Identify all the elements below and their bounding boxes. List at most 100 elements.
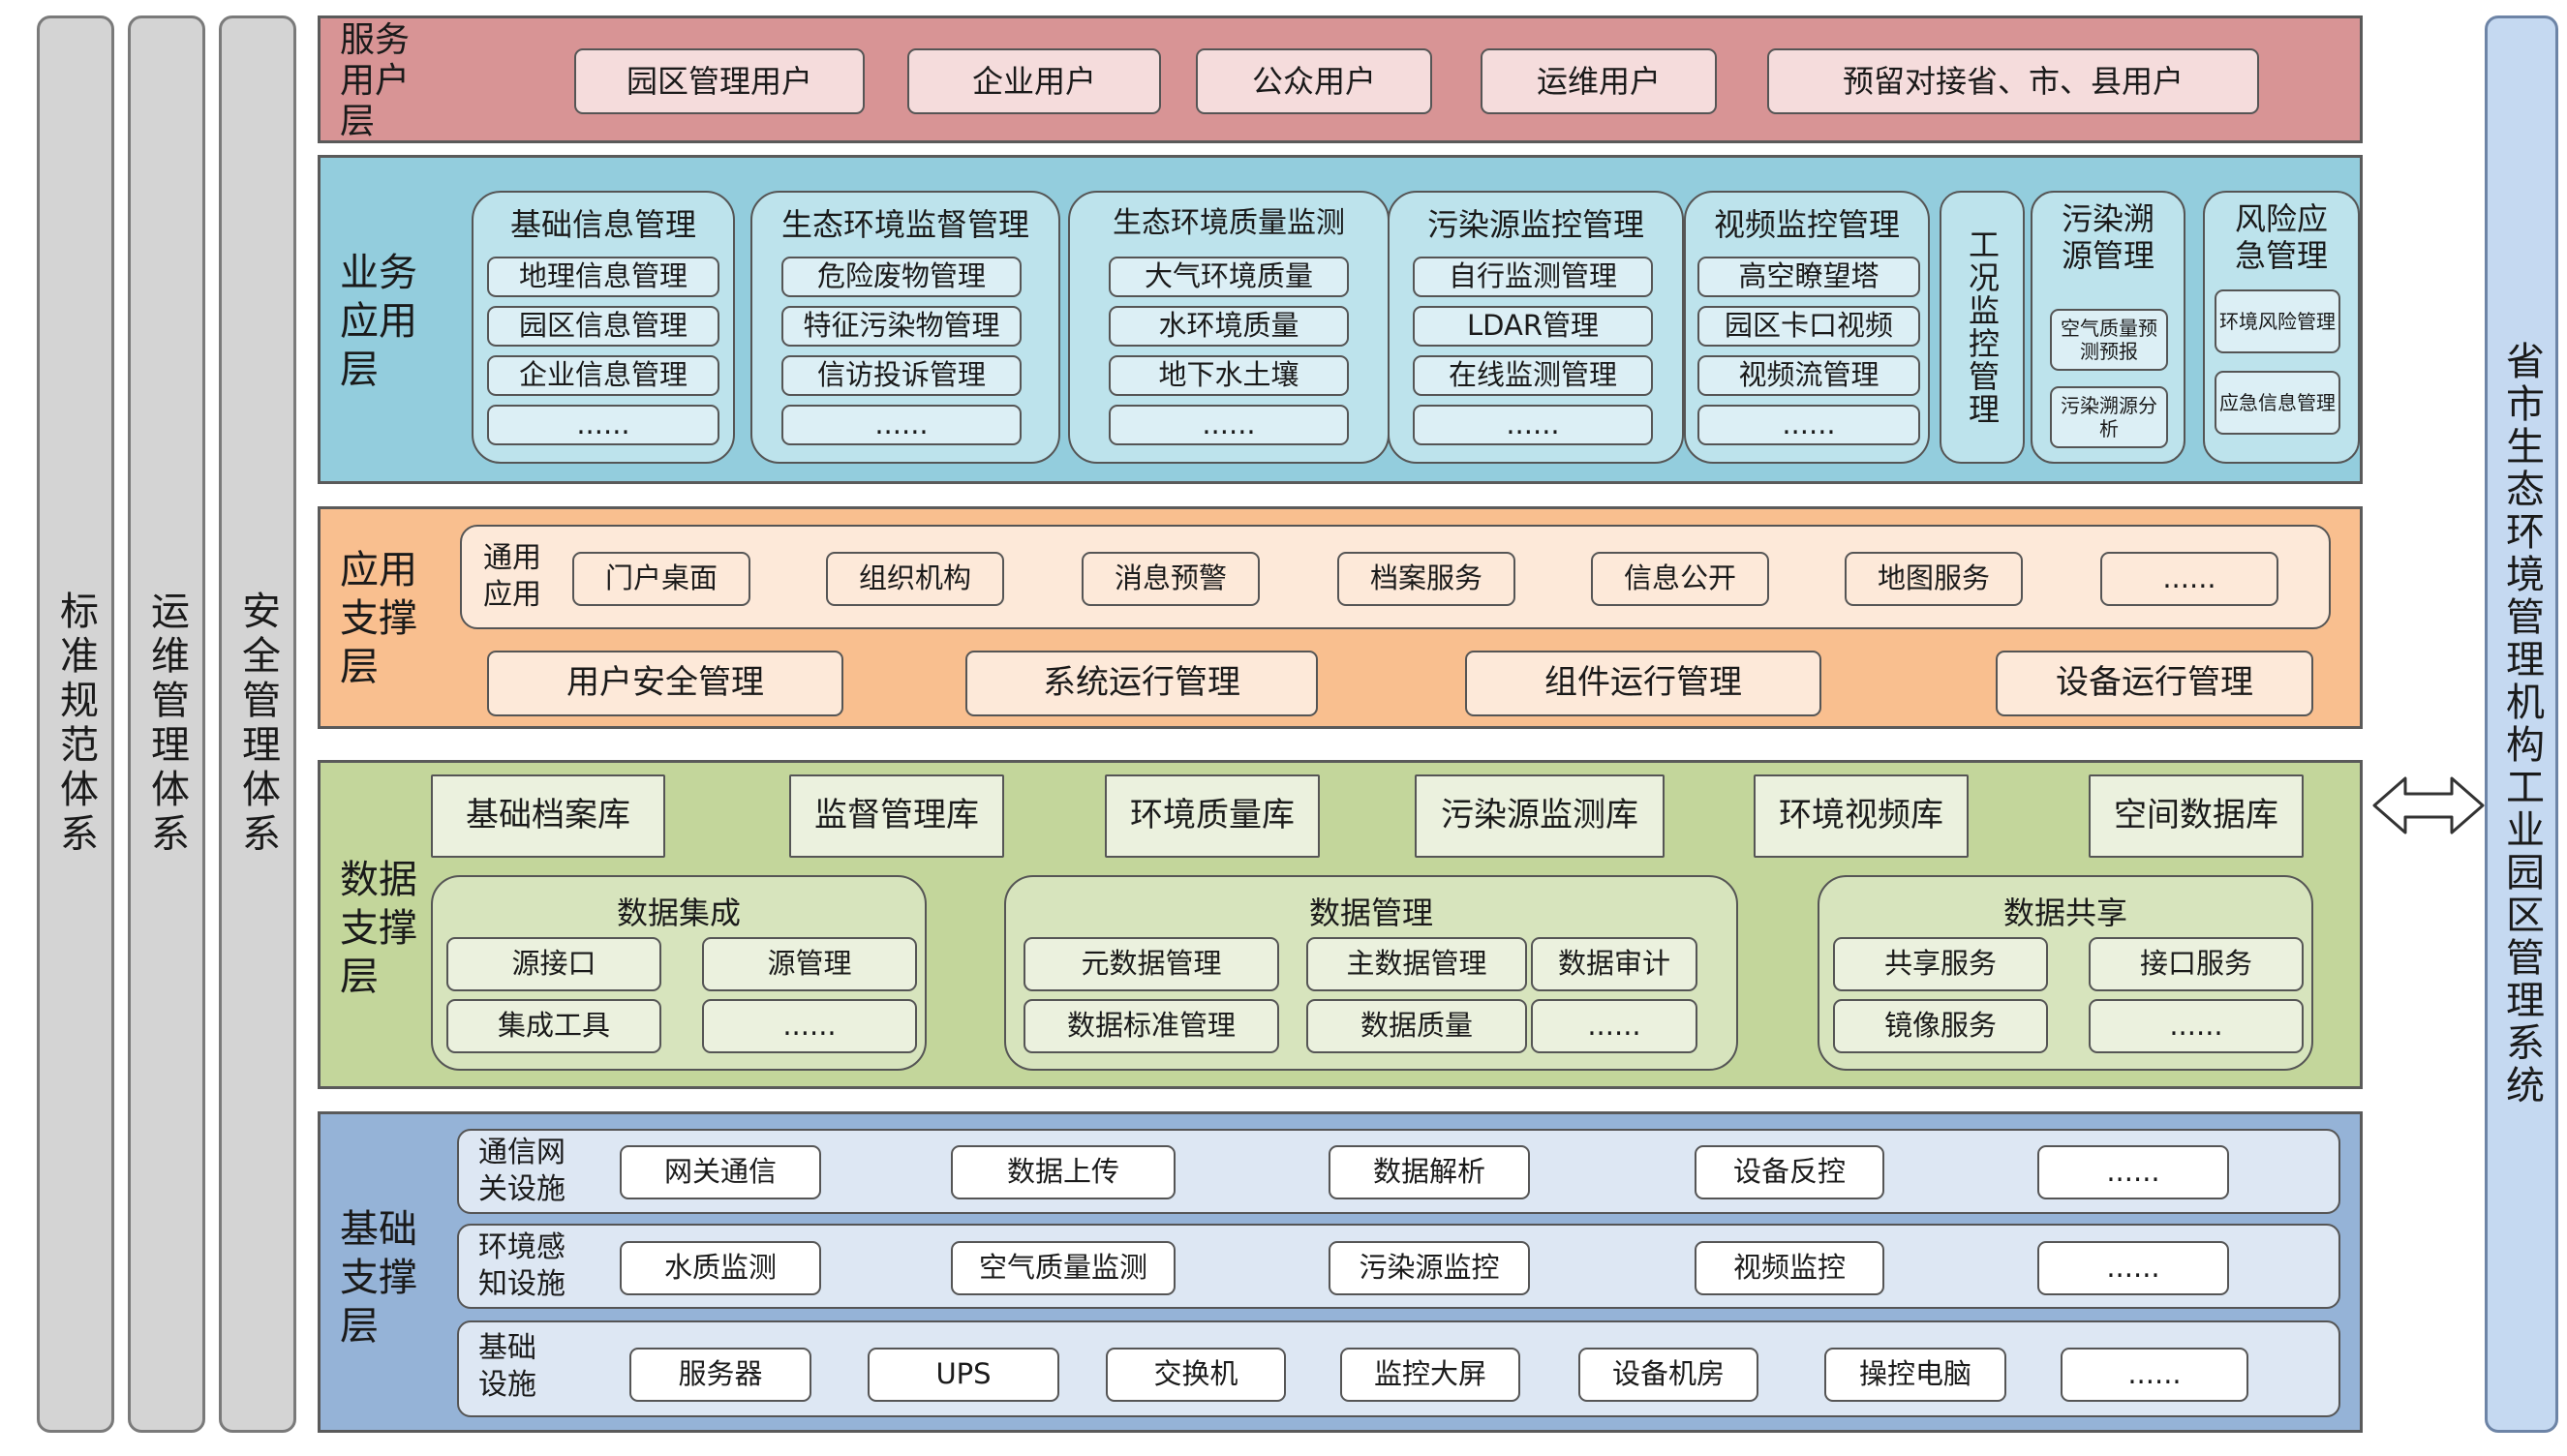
common-item: 信息公开 xyxy=(1591,552,1769,606)
application-support-layer: 应用支撑层 通用应用 门户桌面 组织机构 消息预警 档案服务 信息公开 地图服务… xyxy=(318,506,2363,729)
user-ops: 运维用户 xyxy=(1481,48,1717,114)
item: 空气质量监测 xyxy=(951,1241,1176,1295)
mgmt-system-ops: 系统运行管理 xyxy=(965,651,1318,716)
group-pollution-source: 污染源监控管理 自行监测管理 LDAR管理 在线监测管理 ...... xyxy=(1388,191,1684,464)
infra-row-base: 基础设施 服务器 UPS 交换机 监控大屏 设备机房 操控电脑 ...... xyxy=(457,1320,2340,1417)
item: 园区信息管理 xyxy=(487,306,719,347)
db-pollution-monitoring: 污染源监测库 xyxy=(1415,774,1665,858)
group-title: 污染源监控管理 xyxy=(1426,206,1644,243)
item: 元数据管理 xyxy=(1024,937,1279,991)
service-layer-title: 服务用户层 xyxy=(340,20,411,141)
security-management-label: 安全管理体系 xyxy=(235,591,280,858)
item: 高空瞭望塔 xyxy=(1697,257,1920,297)
group-title: 基础信息管理 xyxy=(509,206,696,243)
item: 在线监测管理 xyxy=(1413,355,1653,396)
item: 污染溯源分析 xyxy=(2050,386,2168,448)
group-condition-monitoring: 工况监控管理 xyxy=(1940,191,2025,464)
group-video-monitoring: 视频监控管理 高空瞭望塔 园区卡口视频 视频流管理 ...... xyxy=(1684,191,1930,464)
item: 大气环境质量 xyxy=(1109,257,1349,297)
provincial-system-bar: 省市生态环境管理机构工业园区管理系统 xyxy=(2485,15,2558,1433)
common-app-label: 通用应用 xyxy=(483,541,541,612)
db-env-video: 环境视频库 xyxy=(1754,774,1969,858)
group-risk-emergency: 风险应急管理 环境风险管理 应急信息管理 xyxy=(2203,191,2360,464)
condition-label: 工况监控管理 xyxy=(1964,228,2001,426)
item: 数据上传 xyxy=(951,1145,1176,1199)
item: 接口服务 xyxy=(2089,937,2304,991)
row-label: 通信网关设施 xyxy=(478,1136,565,1206)
common-item: ...... xyxy=(2100,552,2278,606)
row-label: 基础设施 xyxy=(478,1331,536,1402)
group-eco-supervision: 生态环境监督管理 危险废物管理 特征污染物管理 信访投诉管理 ...... xyxy=(750,191,1060,464)
item: 数据解析 xyxy=(1329,1145,1530,1199)
group-traceability: 污染溯源管理 空气质量预测预报 污染溯源分析 xyxy=(2031,191,2185,464)
user-public: 公众用户 xyxy=(1196,48,1432,114)
ops-management-bar: 运维管理体系 xyxy=(128,15,205,1433)
item: ...... xyxy=(1413,405,1653,445)
db-basic-archive: 基础档案库 xyxy=(431,774,665,858)
item: 视频监控 xyxy=(1695,1241,1884,1295)
item: UPS xyxy=(868,1348,1059,1402)
group-title: 风险应急管理 xyxy=(2234,200,2328,275)
item: 监控大屏 xyxy=(1340,1348,1520,1402)
group-title: 视频监控管理 xyxy=(1713,206,1900,243)
group-data-management: 数据管理 元数据管理 主数据管理 数据审计 数据标准管理 数据质量 ...... xyxy=(1004,875,1738,1071)
item: 水质监测 xyxy=(620,1241,821,1295)
item: 水环境质量 xyxy=(1109,306,1349,347)
security-management-bar: 安全管理体系 xyxy=(219,15,296,1433)
item: 地下水土壤 xyxy=(1109,355,1349,396)
item: 源管理 xyxy=(702,937,917,991)
common-item: 门户桌面 xyxy=(572,552,750,606)
db-spatial: 空间数据库 xyxy=(2089,774,2304,858)
common-app-panel: 通用应用 门户桌面 组织机构 消息预警 档案服务 信息公开 地图服务 .....… xyxy=(460,525,2331,629)
user-enterprise: 企业用户 xyxy=(907,48,1161,114)
item: 信访投诉管理 xyxy=(781,355,1022,396)
group-basic-info: 基础信息管理 地理信息管理 园区信息管理 企业信息管理 ...... xyxy=(472,191,735,464)
group-title: 数据集成 xyxy=(616,895,741,931)
group-title: 数据共享 xyxy=(2002,895,2127,931)
business-application-layer: 业务应用层 基础信息管理 地理信息管理 园区信息管理 企业信息管理 ......… xyxy=(318,155,2363,484)
common-item: 地图服务 xyxy=(1845,552,2023,606)
item: 操控电脑 xyxy=(1824,1348,2006,1402)
group-title: 污染溯源管理 xyxy=(2061,200,2154,275)
base-support-layer-title: 基础支撑层 xyxy=(340,1207,417,1349)
group-data-sharing: 数据共享 共享服务 接口服务 镜像服务 ...... xyxy=(1818,875,2313,1071)
mgmt-device-ops: 设备运行管理 xyxy=(1996,651,2313,716)
row-label: 环境感知设施 xyxy=(478,1230,565,1301)
group-eco-quality: 生态环境质量监测 大气环境质量 水环境质量 地下水土壤 ...... xyxy=(1068,191,1390,464)
item: ...... xyxy=(2037,1241,2229,1295)
item: ...... xyxy=(1531,999,1697,1053)
user-park-admin: 园区管理用户 xyxy=(574,48,865,114)
item: 主数据管理 xyxy=(1306,937,1527,991)
item: ...... xyxy=(2089,999,2304,1053)
item: 镜像服务 xyxy=(1833,999,2048,1053)
bidirectional-arrow-icon xyxy=(2372,776,2485,834)
item: 数据审计 xyxy=(1531,937,1697,991)
item: 自行监测管理 xyxy=(1413,257,1653,297)
item: ...... xyxy=(702,999,917,1053)
item: 交换机 xyxy=(1106,1348,1286,1402)
item: ...... xyxy=(2061,1348,2248,1402)
data-support-layer-title: 数据支撑层 xyxy=(340,858,417,999)
group-title: 生态环境质量监测 xyxy=(1113,206,1345,240)
item: ...... xyxy=(2037,1145,2229,1199)
standards-system-bar: 标准规范体系 xyxy=(37,15,114,1433)
item: 设备反控 xyxy=(1695,1145,1884,1199)
data-support-layer: 数据支撑层 基础档案库 监督管理库 环境质量库 污染源监测库 环境视频库 空间数… xyxy=(318,760,2363,1089)
item: 特征污染物管理 xyxy=(781,306,1022,347)
infra-row-sensing: 环境感知设施 水质监测 空气质量监测 污染源监控 视频监控 ...... xyxy=(457,1224,2340,1309)
mgmt-user-security: 用户安全管理 xyxy=(487,651,843,716)
item: 源接口 xyxy=(446,937,661,991)
db-supervision: 监督管理库 xyxy=(789,774,1004,858)
group-title: 生态环境监督管理 xyxy=(780,206,1029,243)
item: 设备机房 xyxy=(1578,1348,1758,1402)
standards-system-label: 标准规范体系 xyxy=(53,591,98,858)
business-layer-title: 业务应用层 xyxy=(340,251,417,392)
item: 空气质量预测预报 xyxy=(2050,309,2168,371)
group-title: 数据管理 xyxy=(1308,895,1433,931)
item: 服务器 xyxy=(629,1348,811,1402)
ops-management-label: 运维管理体系 xyxy=(144,591,189,858)
user-reserved-gov: 预留对接省、市、县用户 xyxy=(1767,48,2259,114)
db-env-quality: 环境质量库 xyxy=(1105,774,1320,858)
item: 企业信息管理 xyxy=(487,355,719,396)
item: 数据标准管理 xyxy=(1024,999,1279,1053)
